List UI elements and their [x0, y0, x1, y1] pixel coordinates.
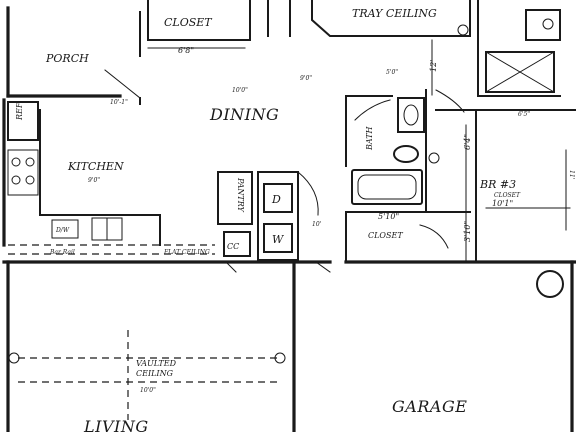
burner-1 [11, 157, 21, 167]
label-dryer: D [271, 193, 281, 206]
bathtub [351, 169, 423, 205]
water-heater [525, 9, 561, 41]
hall-closet-walls [477, 0, 561, 97]
toilet [393, 145, 419, 163]
label-w-mark: 10' [312, 221, 322, 228]
cc-box [223, 231, 251, 257]
label-dining-mark: 10'0" [232, 87, 248, 94]
laundry-room [257, 171, 299, 261]
dishwasher [51, 219, 79, 239]
label-dim-101: 10'1" [492, 199, 513, 208]
laundry-door-swing [297, 171, 319, 216]
label-dim-64: 6'4" [463, 134, 472, 150]
label-living-mark: 10'0" [140, 387, 156, 394]
br3-door-swing [435, 89, 465, 113]
label-tray-ceiling: TRAY CEILING [352, 7, 437, 20]
living-door-marks [225, 261, 331, 273]
label-garage: GARAGE [392, 397, 467, 416]
label-dim-11: 11' [568, 170, 575, 180]
top-closet-walls [147, 0, 251, 41]
label-closet-top: CLOSET [164, 16, 213, 29]
tray-room-walls [311, 0, 471, 37]
label-flat-ceiling: FLAT CEILING [163, 249, 210, 256]
closet-door-swing [419, 224, 449, 249]
label-ceil-mark: 9'0" [300, 75, 312, 82]
pantry-box [217, 171, 253, 225]
labels: CLOSET 6'8" TRAY CEILING PORCH 10'-1" DI… [15, 7, 575, 432]
label-kitchen: KITCHEN [67, 160, 124, 173]
label-washer: W [272, 233, 285, 246]
chase-box [485, 51, 555, 93]
label-dim-310: 3'10" [463, 221, 472, 242]
living-fan-right [274, 352, 286, 364]
living-fan-left [8, 352, 20, 364]
label-bath-mark: 5'0" [386, 69, 398, 76]
label-cc: CC [227, 242, 239, 251]
bath-door-swing [354, 99, 391, 121]
bath-fan [428, 152, 440, 164]
burner-2 [25, 157, 35, 167]
washer-box [263, 223, 293, 253]
label-porch-sub: 10'-1" [110, 99, 128, 106]
label-dining: DINING [209, 105, 279, 124]
label-ref: REF [15, 102, 24, 121]
label-kitchen-sub: 9'0" [88, 177, 100, 184]
label-bath: BATH [365, 125, 374, 151]
label-bar-rail: Bar Rail [49, 249, 75, 256]
label-dim-605: 6'5" [518, 111, 530, 118]
sink-vanity [397, 97, 425, 133]
chase-x [485, 51, 555, 93]
bath-sink [403, 104, 419, 126]
refrigerator [7, 101, 39, 141]
hall-light [457, 24, 469, 36]
label-br3-sub: CLOSET [494, 192, 521, 199]
bathtub-inner [357, 174, 417, 200]
label-pantry: PANTRY [236, 177, 245, 213]
water-heater-circle [542, 18, 554, 30]
label-vaulted: VAULTED [136, 359, 177, 368]
label-dim-12: 12' [429, 60, 438, 72]
burner-4 [25, 175, 35, 185]
label-closet-mid: CLOSET [368, 231, 403, 240]
label-dim-510: 5'10" [378, 212, 399, 221]
kitchen-counter [39, 109, 161, 246]
label-dw: D/W [55, 227, 70, 234]
porch-door-line [104, 69, 141, 99]
range [7, 149, 39, 196]
label-porch: PORCH [45, 52, 89, 65]
garage-water-heater [536, 270, 564, 298]
label-living: LIVING [83, 417, 149, 432]
burner-3 [11, 175, 21, 185]
label-ceiling: CEILING [136, 369, 174, 378]
dryer-box [263, 183, 293, 213]
label-dim-608: 6'8" [178, 46, 194, 55]
label-br3: BR #3 [479, 178, 516, 191]
